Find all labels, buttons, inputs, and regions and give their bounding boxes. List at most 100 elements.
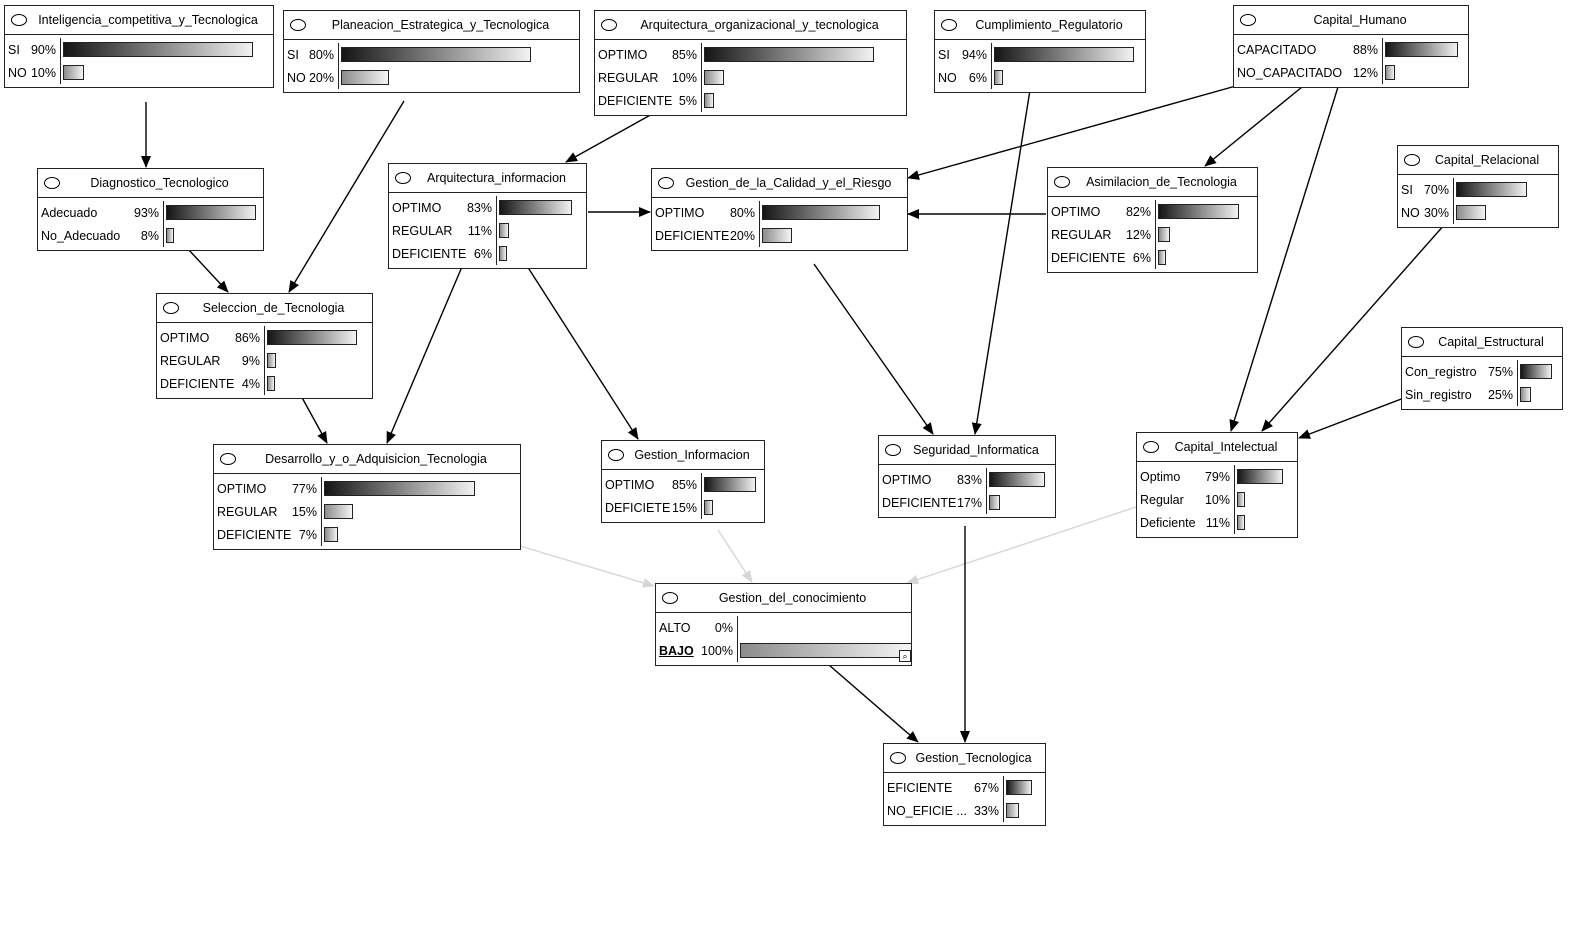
- node-title[interactable]: Desarrollo_y_o_Adquisicion_Tecnologia: [214, 445, 520, 474]
- state-percentage: 33%: [973, 803, 999, 818]
- node-title[interactable]: Diagnostico_Tecnologico: [38, 169, 263, 198]
- node-title[interactable]: Gestion_de_la_Calidad_y_el_Riesgo: [652, 169, 907, 198]
- node-title[interactable]: Gestion_Informacion: [602, 441, 764, 470]
- state-bar-area: [338, 66, 579, 89]
- node-title[interactable]: Arquitectura_informacion: [389, 164, 586, 193]
- state-percentage: 93%: [133, 205, 159, 220]
- edge-ci-gc: [906, 506, 1137, 585]
- node-title[interactable]: Cumplimiento_Regulatorio: [935, 11, 1145, 40]
- state-row[interactable]: NO_EFICIE ...33%: [884, 799, 1045, 822]
- node-title[interactable]: Inteligencia_competitiva_y_Tecnologica: [5, 6, 273, 35]
- node-aot[interactable]: Arquitectura_organizacional_y_tecnologic…: [594, 10, 907, 116]
- state-probability-bar: [63, 65, 84, 80]
- edge-ai-gi: [519, 254, 639, 440]
- node-title[interactable]: Seguridad_Informatica: [879, 436, 1055, 465]
- node-title[interactable]: Seleccion_de_Tecnologia: [157, 294, 372, 323]
- node-oval-icon: [885, 444, 901, 456]
- node-title[interactable]: Capital_Estructural: [1402, 328, 1562, 357]
- node-name: Capital_Humano: [1313, 13, 1407, 27]
- node-title[interactable]: Gestion_Tecnologica: [884, 744, 1045, 773]
- node-title[interactable]: Capital_Intelectual: [1137, 433, 1297, 462]
- node-title[interactable]: Capital_Humano: [1234, 6, 1468, 35]
- magnifier-icon[interactable]: ⌕: [899, 650, 911, 662]
- node-title[interactable]: Asimilacion_de_Tecnologia: [1048, 168, 1257, 197]
- state-probability-bar: [1237, 515, 1245, 530]
- edge-ai-dat: [386, 254, 468, 444]
- state-probability-bar: [1456, 182, 1527, 197]
- node-title[interactable]: Planeacion_Estrategica_y_Tecnologica: [284, 11, 579, 40]
- state-bar-area: [986, 491, 1055, 514]
- node-name: Seleccion_de_Tecnologia: [202, 301, 345, 315]
- state-label: EFICIENTE: [887, 780, 953, 795]
- state-probability-bar: [499, 200, 572, 215]
- state-label: REGULAR: [1051, 227, 1112, 242]
- state-bar-area: [163, 201, 263, 224]
- node-name: Asimilacion_de_Tecnologia: [1086, 175, 1237, 189]
- state-label: OPTIMO: [882, 472, 932, 487]
- edge-dt-st: [187, 248, 229, 293]
- node-title[interactable]: Arquitectura_organizacional_y_tecnologic…: [595, 11, 906, 40]
- state-probability-bar: [762, 228, 792, 243]
- node-title[interactable]: Capital_Relacional: [1398, 146, 1558, 175]
- node-title[interactable]: Gestion_del_conocimiento: [656, 584, 911, 613]
